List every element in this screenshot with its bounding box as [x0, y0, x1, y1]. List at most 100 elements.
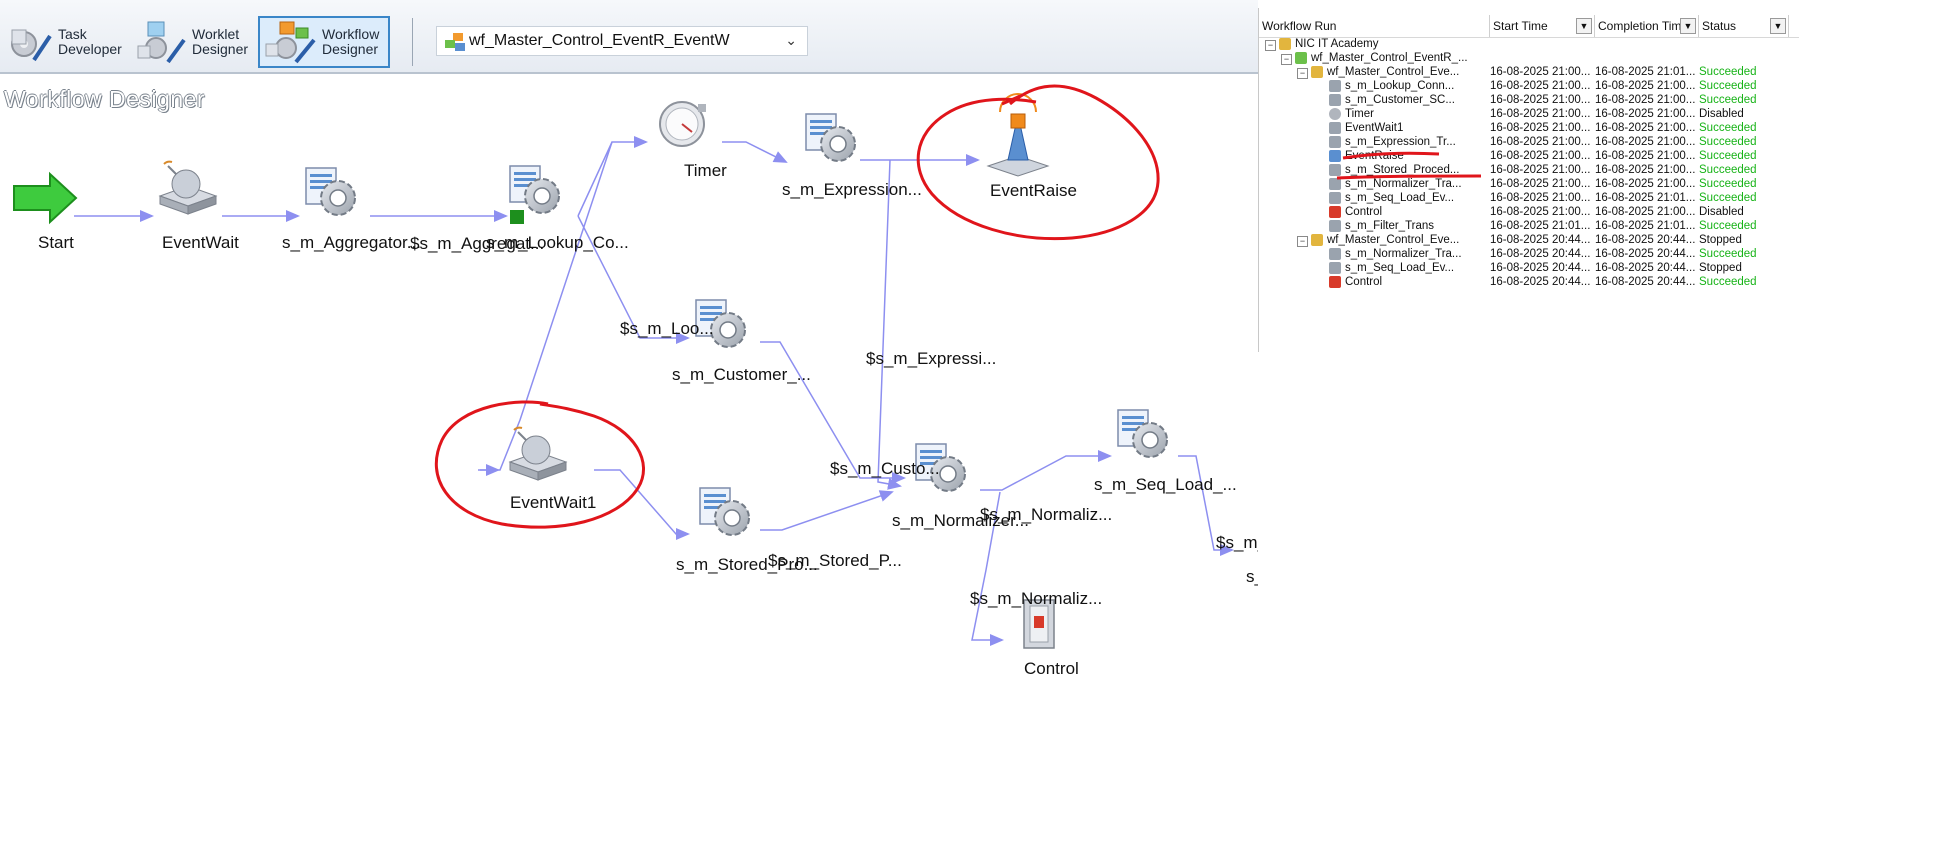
node-label-start: Start — [38, 233, 74, 252]
monitor-annotations — [1336, 151, 1482, 180]
tree-row-start-time: 16-08-2025 21:00... — [1490, 136, 1591, 148]
tree-row-start-time: 16-08-2025 20:44... — [1490, 248, 1591, 260]
tree-row-completion-time: 16-08-2025 20:44... — [1595, 234, 1696, 246]
filter-dropdown-icon[interactable]: ▼ — [1680, 18, 1696, 34]
tree-row[interactable]: −NIC IT Academy — [1259, 36, 1799, 53]
tree-row[interactable]: −wf_Master_Control_Eve...16-08-2025 21:0… — [1259, 64, 1799, 81]
link-seq-filter — [1178, 455, 1234, 556]
tree-row-status: Succeeded — [1699, 178, 1757, 190]
tree-row[interactable]: −wf_Master_Control_EventR_... — [1259, 50, 1799, 67]
collapse-toggle-icon[interactable]: − — [1265, 40, 1276, 51]
workflow-icon — [1295, 52, 1307, 64]
node-s-m-customer[interactable]: s_m_Customer_... — [672, 299, 811, 384]
annotation-circle-eventraise — [916, 84, 1160, 241]
node-s-m-lookup[interactable]: s_m_Lookup_Co... — [486, 165, 629, 252]
node-s-m-seq-load[interactable]: s_m_Seq_Load_... — [1094, 409, 1237, 494]
workflow-canvas[interactable]: Start EventWait s_m_Aggregator... s_m_Lo… — [0, 0, 1258, 843]
worklet-designer-button[interactable]: Worklet Designer — [134, 16, 248, 68]
collapse-toggle-icon[interactable]: − — [1281, 54, 1292, 65]
workflow-designer-label: Workflow Designer — [322, 26, 380, 57]
workflow-select-value: wf_Master_Control_EventR_EventW — [469, 32, 730, 49]
session-icon — [305, 167, 356, 216]
workflow-links — [74, 136, 1234, 646]
workflow-designer-button[interactable]: Workflow Designer — [258, 16, 390, 68]
link-label-expression[interactable]: $s_m_Expressi... — [866, 349, 996, 368]
link-label-aggregator[interactable]: $s_m_Aggregat... — [410, 234, 544, 253]
tree-row-name: s_m_Lookup_Conn... — [1345, 80, 1455, 92]
col-workflow-run[interactable]: Workflow Run — [1259, 15, 1490, 37]
collapse-toggle-icon[interactable]: − — [1297, 68, 1308, 79]
tree-row-completion-time: 16-08-2025 21:00... — [1595, 122, 1696, 134]
toolbar-separator — [412, 18, 413, 66]
tree-row-name: wf_Master_Control_Eve... — [1327, 234, 1460, 246]
node-control[interactable]: Control — [1023, 599, 1079, 678]
tree-row-completion-time: 16-08-2025 21:00... — [1595, 206, 1696, 218]
node-eventwait[interactable]: EventWait — [159, 160, 239, 252]
filter-dropdown-icon[interactable]: ▼ — [1770, 18, 1786, 34]
node-eventwait1[interactable]: EventWait1 — [509, 426, 596, 512]
tree-row[interactable]: s_m_Normalizer_Tra...16-08-2025 21:00...… — [1259, 176, 1799, 193]
node-s-m-filter-trans[interactable]: s_m_Filter_Trans — [1246, 502, 1258, 586]
session-icon — [805, 113, 856, 162]
link-expression-normalizer — [877, 159, 902, 490]
tree-row-completion-time: 16-08-2025 21:01... — [1595, 66, 1696, 78]
session-icon — [1329, 136, 1341, 148]
designer-toolbar: Task Developer Worklet Designer Workflow… — [0, 0, 1258, 74]
tree-row[interactable]: s_m_Normalizer_Tra...16-08-2025 20:44...… — [1259, 246, 1799, 263]
tree-row[interactable]: s_m_Seq_Load_Ev...16-08-2025 20:44...16-… — [1259, 260, 1799, 277]
status-badge-icon — [510, 210, 524, 224]
col-completion-time[interactable]: Completion Time▼ — [1595, 15, 1699, 37]
tree-row[interactable]: s_m_Stored_Proced...16-08-2025 21:00...1… — [1259, 162, 1799, 179]
tree-row[interactable]: s_m_Customer_SC...16-08-2025 21:00...16-… — [1259, 92, 1799, 109]
node-s-m-expression[interactable]: s_m_Expression... — [782, 113, 922, 199]
link-label-seq[interactable]: $s_m_S... — [1216, 533, 1258, 552]
link-label-lookup[interactable]: $s_m_Loo... — [620, 319, 714, 338]
link-normalizer-seq — [980, 450, 1112, 491]
link-label-stored[interactable]: $s_m_Stored_P... — [768, 551, 902, 570]
link-normalizer-control — [971, 491, 1004, 646]
session-icon — [1329, 94, 1341, 106]
node-label-expression: s_m_Expression... — [782, 180, 922, 199]
node-s-m-normalizer[interactable]: s_m_Normalizer... — [892, 443, 1029, 530]
link-label-customer[interactable]: $s_m_Custo... — [830, 459, 940, 478]
node-s-m-aggregator[interactable]: s_m_Aggregator... — [282, 167, 421, 252]
tree-row-status: Succeeded — [1699, 150, 1757, 162]
link-label-normalizer-control[interactable]: $s_m_Normaliz... — [970, 589, 1102, 608]
workflow-select-icon — [445, 33, 465, 51]
tree-row-completion-time: 16-08-2025 21:00... — [1595, 178, 1696, 190]
link-stored-normalizer — [760, 490, 894, 531]
filter-dropdown-icon[interactable]: ▼ — [1576, 18, 1592, 34]
workflow-select[interactable]: wf_Master_Control_EventR_EventW ⌄ — [436, 26, 808, 56]
link-label-normalizer-seq[interactable]: $s_m_Normaliz... — [980, 505, 1112, 524]
tree-row[interactable]: s_m_Lookup_Conn...16-08-2025 21:00...16-… — [1259, 78, 1799, 95]
node-label-eventwait1: EventWait1 — [510, 493, 596, 512]
session-icon — [1117, 409, 1168, 458]
node-timer[interactable]: Timer — [659, 101, 727, 180]
collapse-toggle-icon[interactable]: − — [1297, 236, 1308, 247]
col-start-time[interactable]: Start Time▼ — [1490, 15, 1595, 37]
task-developer-button[interactable]: Task Developer — [4, 16, 122, 68]
node-start[interactable]: Start — [13, 171, 78, 252]
tree-row-status: Succeeded — [1699, 192, 1757, 204]
col-status[interactable]: Status▼ — [1699, 15, 1789, 37]
node-s-m-stored[interactable]: s_m_Stored_Pro... — [676, 487, 818, 574]
tree-row-completion-time: 16-08-2025 21:01... — [1595, 192, 1696, 204]
chevron-down-icon[interactable]: ⌄ — [785, 32, 797, 48]
tree-row[interactable]: s_m_Seq_Load_Ev...16-08-2025 21:00...16-… — [1259, 190, 1799, 207]
tree-row-completion-time: 16-08-2025 21:00... — [1595, 164, 1696, 176]
tree-row[interactable]: s_m_Expression_Tr...16-08-2025 21:00...1… — [1259, 134, 1799, 151]
node-eventraise[interactable]: EventRaise — [986, 93, 1077, 200]
tree-row[interactable]: − wf_Master_Control_Eve... 16-08-2025 20:4… — [1259, 232, 1799, 249]
tree-row-start-time: 16-08-2025 21:00... — [1490, 122, 1591, 134]
tree-row-name: Control — [1345, 206, 1383, 218]
tree-row-completion-time: 16-08-2025 21:00... — [1595, 108, 1696, 120]
worklet-designer-icon — [137, 21, 186, 64]
session-icon — [1329, 262, 1341, 274]
folder-icon — [1279, 38, 1291, 50]
